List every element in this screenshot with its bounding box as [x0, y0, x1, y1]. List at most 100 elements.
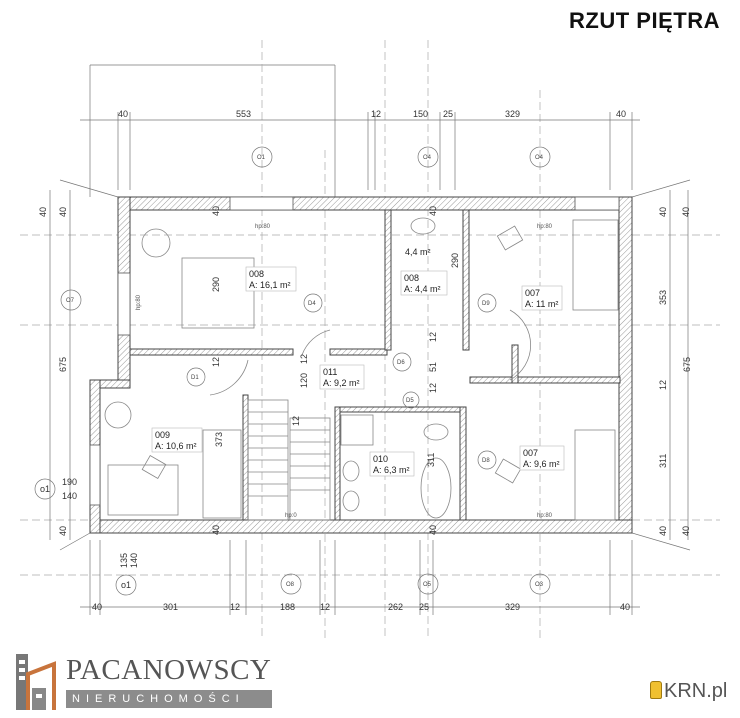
marker-circle: D6 — [392, 352, 412, 372]
svg-text:hp:80: hp:80 — [537, 224, 553, 230]
svg-text:010: 010 — [373, 454, 388, 464]
svg-text:190: 190 — [62, 477, 77, 487]
svg-text:12: 12 — [428, 383, 438, 393]
svg-text:O5: O5 — [423, 582, 432, 588]
sink — [342, 460, 360, 482]
dimensions-top: 40 553 12 150 25 329 40 — [118, 109, 626, 119]
marker-circle: O5 — [417, 573, 439, 595]
svg-text:301: 301 — [163, 602, 178, 612]
marker-circle: D8 — [477, 450, 497, 470]
krn-logo-icon — [650, 681, 662, 699]
dimensions-right: 40 353 12 311 40 675 — [658, 207, 692, 536]
svg-text:12: 12 — [230, 602, 240, 612]
svg-text:o1: o1 — [40, 484, 50, 494]
sink — [342, 490, 360, 512]
svg-text:329: 329 — [505, 109, 520, 119]
chair — [141, 455, 167, 479]
logo-subtitle: NIERUCHOMOŚCI — [66, 690, 272, 708]
dimensions-left: 40 675 190 140 40 135 140 — [58, 207, 139, 568]
desk — [107, 464, 179, 516]
svg-text:O4: O4 — [535, 155, 544, 161]
svg-text:553: 553 — [236, 109, 251, 119]
washbasin — [410, 217, 436, 235]
svg-text:hp:80: hp:80 — [136, 294, 142, 310]
svg-text:008: 008 — [249, 269, 264, 279]
svg-text:40: 40 — [428, 525, 438, 535]
svg-text:40: 40 — [658, 526, 668, 536]
marker-circle: D5 — [402, 391, 420, 409]
svg-text:40: 40 — [118, 109, 128, 119]
bed — [181, 257, 255, 329]
svg-text:140: 140 — [129, 553, 139, 568]
svg-text:140: 140 — [62, 491, 77, 501]
svg-text:12: 12 — [428, 332, 438, 342]
logo-name: PACANOWSCY — [66, 654, 272, 686]
stairs — [247, 399, 331, 521]
building-logo-icon — [16, 654, 56, 710]
reference-lines — [20, 40, 720, 640]
bathtub — [420, 457, 452, 519]
svg-text:011: 011 — [323, 367, 337, 377]
svg-text:o1: o1 — [121, 580, 131, 590]
svg-text:40: 40 — [620, 602, 630, 612]
marker-circle: o1 — [34, 478, 56, 500]
svg-text:O7: O7 — [66, 298, 75, 304]
svg-text:40: 40 — [38, 207, 48, 217]
svg-text:O3: O3 — [535, 582, 544, 588]
svg-text:40: 40 — [211, 525, 221, 535]
bed — [574, 429, 616, 521]
svg-text:135: 135 — [119, 553, 129, 568]
svg-text:D5: D5 — [406, 398, 414, 404]
svg-text:12: 12 — [658, 380, 668, 390]
svg-text:007: 007 — [523, 448, 538, 458]
svg-text:675: 675 — [682, 357, 692, 372]
svg-text:A: 9,6 m²: A: 9,6 m² — [523, 459, 560, 469]
svg-text:40: 40 — [211, 206, 221, 216]
furniture — [104, 217, 619, 521]
bed — [202, 429, 242, 519]
svg-text:12: 12 — [291, 416, 301, 426]
chair — [494, 458, 522, 484]
svg-text:009: 009 — [155, 430, 170, 440]
svg-text:40: 40 — [658, 207, 668, 217]
marker-circle: O1 — [251, 146, 273, 168]
svg-text:12: 12 — [320, 602, 330, 612]
svg-text:D1: D1 — [191, 375, 199, 381]
marker-circle: O3 — [529, 573, 551, 595]
svg-text:12: 12 — [211, 357, 221, 367]
armchair — [104, 401, 132, 429]
svg-text:25: 25 — [419, 602, 429, 612]
marker-circle: D1 — [186, 367, 206, 387]
toilet — [423, 423, 449, 441]
svg-text:008: 008 — [404, 273, 419, 283]
svg-text:373: 373 — [214, 432, 224, 447]
svg-text:D9: D9 — [482, 301, 490, 307]
svg-text:40: 40 — [58, 526, 68, 536]
svg-text:40: 40 — [428, 206, 438, 216]
svg-text:25: 25 — [443, 109, 453, 119]
watermark-text: KRN.pl — [664, 680, 728, 702]
svg-text:12: 12 — [299, 354, 309, 364]
svg-text:40: 40 — [92, 602, 102, 612]
marker-circle: O8 — [280, 573, 302, 595]
svg-text:D4: D4 — [308, 301, 316, 307]
marker-circle: D4 — [303, 293, 323, 313]
svg-text:A: 10,6 m²: A: 10,6 m² — [155, 441, 197, 451]
svg-text:675: 675 — [58, 357, 68, 372]
walls — [89, 196, 633, 534]
interior-dimensions: 290 290 373 120 12 12 12 51 12 311 40 40… — [38, 206, 691, 536]
armchair — [141, 228, 171, 258]
dimensions-bottom: 40 301 12 188 12 262 25 329 40 — [92, 602, 630, 612]
annotations: hp:80 hp:80 hp:80 hp:80 hp:0 — [136, 224, 553, 519]
svg-text:40: 40 — [616, 109, 626, 119]
svg-text:311: 311 — [426, 453, 436, 467]
marker-circle: D9 — [477, 293, 497, 313]
svg-text:hp:0: hp:0 — [285, 513, 297, 519]
svg-text:290: 290 — [450, 253, 460, 268]
